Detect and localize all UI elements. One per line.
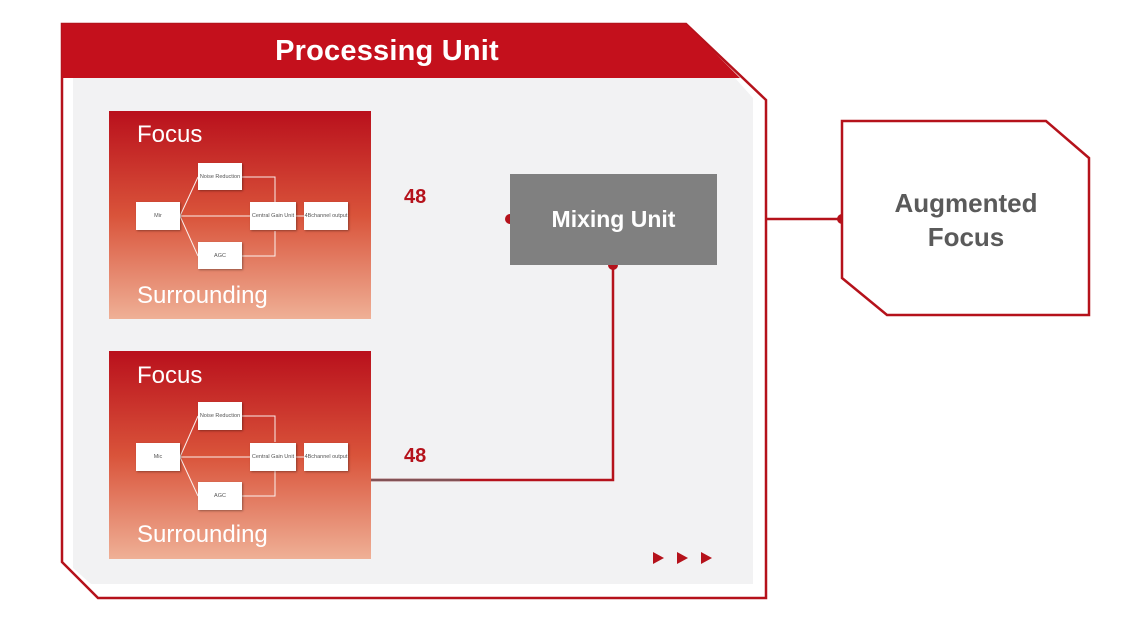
surrounding-label: Surrounding bbox=[137, 282, 268, 309]
augmented-focus-label: Augmented Focus bbox=[894, 188, 1038, 252]
mixing-unit-box: Mixing Unit bbox=[510, 174, 717, 265]
processing-unit-banner bbox=[62, 24, 740, 78]
mini-gain-unit-node: Central Gain Unit bbox=[250, 202, 296, 230]
arrow-right-icon bbox=[677, 552, 688, 564]
focus-label: Focus bbox=[137, 362, 203, 389]
mini-mic-node: Mir bbox=[136, 202, 180, 230]
arrow-right-icon bbox=[701, 552, 712, 564]
focus-label: Focus bbox=[137, 121, 203, 148]
mini-noise-reduction-node: Noise Reduction bbox=[198, 402, 242, 430]
mini-noise-reduction-node: Noise Reduction bbox=[198, 163, 242, 190]
mini-mic-node: Mic bbox=[136, 443, 180, 471]
channel-count-label: 48 bbox=[404, 445, 427, 467]
processing-unit-title: Processing Unit bbox=[275, 34, 499, 67]
mini-output-node: 4Bchannel output bbox=[304, 202, 348, 230]
more-arrows-icon bbox=[653, 552, 712, 564]
mini-output-node: 4Bchannel output bbox=[304, 443, 348, 471]
channel-count-label: 48 bbox=[404, 186, 427, 208]
surrounding-label: Surrounding bbox=[137, 521, 268, 548]
mini-connectors-2 bbox=[179, 415, 304, 497]
mini-agc-node: AGC bbox=[198, 242, 242, 269]
mini-agc-node: AGC bbox=[198, 482, 242, 510]
arrow-right-icon bbox=[653, 552, 664, 564]
mini-gain-unit-node: Central Gain Unit bbox=[250, 443, 296, 471]
output-frame bbox=[840, 119, 1091, 317]
mini-connectors-1 bbox=[179, 176, 304, 257]
